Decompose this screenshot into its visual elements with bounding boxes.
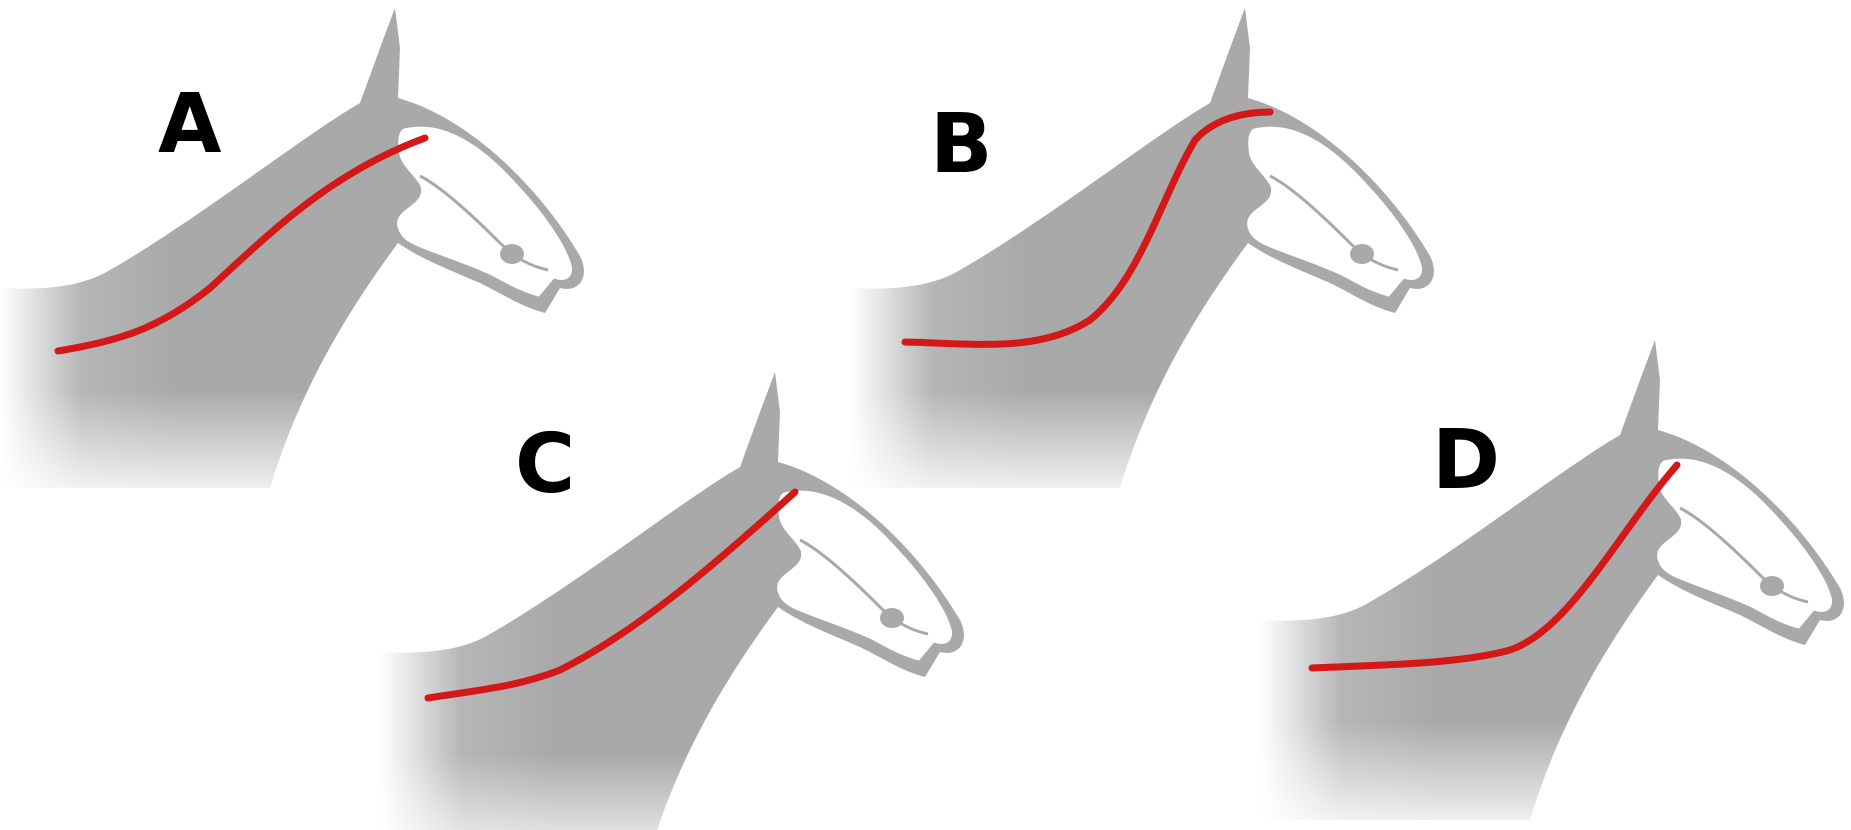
panel-label-a: A (158, 77, 222, 172)
neck-line-a (54, 134, 429, 355)
panel-c (380, 372, 980, 830)
panel-label-c: C (515, 417, 575, 512)
neck-line-d (1308, 461, 1681, 672)
neck-line-c (424, 488, 799, 702)
panel-label-b: B (930, 97, 993, 192)
panel-a (0, 8, 600, 498)
panel-d (1260, 340, 1851, 830)
panel-label-d: D (1432, 413, 1500, 508)
neck-line-b (901, 108, 1274, 348)
